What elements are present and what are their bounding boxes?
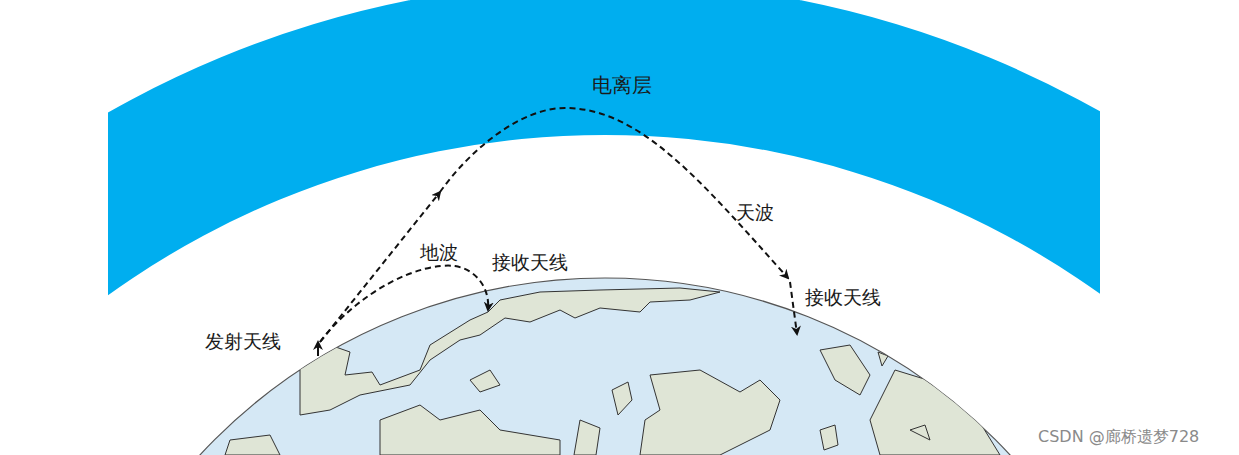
antenna-label: 接收天线 bbox=[490, 250, 570, 275]
wave-label: 天波 bbox=[734, 200, 776, 225]
band-label: 电离层 bbox=[590, 72, 654, 98]
watermark: CSDN @廊桥遗梦728 bbox=[1036, 426, 1201, 447]
wave-label: 地波 bbox=[418, 240, 460, 265]
transmit-antenna bbox=[318, 342, 319, 356]
antenna-label: 发射天线 bbox=[203, 329, 283, 354]
ionosphere-band: 电离层 bbox=[590, 72, 654, 98]
earth-globe bbox=[53, 278, 1160, 455]
antenna-label: 接收天线 bbox=[803, 285, 883, 310]
wave-paths bbox=[320, 108, 797, 342]
